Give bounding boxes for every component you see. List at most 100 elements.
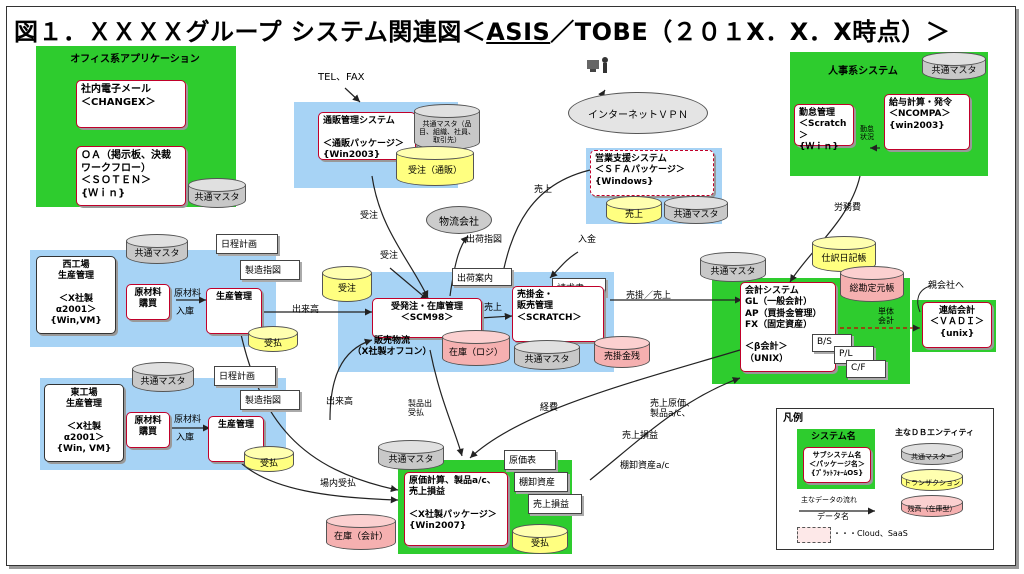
edge-label-keihi: 経費 bbox=[540, 403, 559, 413]
nishi-master-db: 共通マスタ bbox=[126, 234, 188, 264]
edge-label-uriage2: 売上 bbox=[484, 303, 503, 313]
edge-label-soneki: 売上損益 bbox=[622, 431, 659, 441]
legend-arrow bbox=[799, 507, 875, 515]
hanbai-label: 販売物流 （X社製オフコン） bbox=[352, 336, 432, 357]
higashi-instr-doc: 製造指図 bbox=[240, 390, 300, 410]
nishi-material[interactable]: 原材料 購買 bbox=[126, 284, 170, 320]
title-asis: ASIS bbox=[486, 18, 551, 46]
genka-system[interactable]: 原価計算、製品a/c、 売上損益 ＜X社製パッケージ＞ {Win2007} bbox=[404, 472, 508, 546]
higashi-material[interactable]: 原材料 購買 bbox=[126, 412, 170, 448]
legend-master-label: 共通マスター bbox=[911, 453, 953, 462]
edge-label-genka: 売上原価、 製品a/c、 bbox=[650, 399, 696, 419]
office-master-db: 共通マスタ bbox=[188, 178, 246, 208]
genka-receipt-db: 受払 bbox=[512, 524, 568, 554]
edge-label-seizo: 製品出 受払 bbox=[408, 399, 432, 417]
edge-dekidaka2 bbox=[329, 338, 373, 421]
diagram-frame bbox=[6, 6, 1016, 566]
tsuhan-order-db: 受注（通販） bbox=[396, 146, 474, 186]
internet-label: インターネットＶＰＮ bbox=[588, 109, 688, 121]
office-heading: オフィス系アプリケーション bbox=[70, 54, 200, 65]
tel-fax-label: TEL、FAX bbox=[318, 72, 365, 83]
genka-stock-db: 在庫（会計） bbox=[326, 514, 396, 550]
ship-info-doc: 出荷案内 bbox=[452, 268, 512, 286]
kintai-system[interactable]: 勤怠管理 ＜Scratch＞ {Ｗｉｎ} bbox=[794, 104, 854, 152]
tsuhan-order-label: 受注（通販） bbox=[407, 166, 462, 177]
nishi-prod[interactable]: 生産管理 bbox=[206, 288, 262, 334]
edge-nai1 bbox=[239, 329, 399, 493]
higashi-heading[interactable]: 東工場 生産管理 ＜X社製 α2001＞ {Win, VM} bbox=[44, 384, 124, 462]
tantai-label: 単体 会計 bbox=[878, 307, 894, 325]
nishi-plan-doc: 日程計画 bbox=[216, 234, 278, 254]
higashi-master-db: 共通マスタ bbox=[132, 362, 194, 392]
mail-system[interactable]: 社内電子メール ＜CHANGEX＞ bbox=[76, 80, 186, 128]
soneki-doc: 売上損益 bbox=[528, 494, 582, 514]
hr-master-db: 共通マスタ bbox=[922, 52, 986, 80]
hr-master-label: 共通マスタ bbox=[931, 66, 977, 77]
edge-label-tanaoroshi: 棚卸資産a/c bbox=[620, 461, 670, 471]
hanbai-order-label: 受注 bbox=[337, 284, 356, 295]
sfa-system[interactable]: 営業支援システム ＜ＳＦＡパッケージ＞ {Windows} bbox=[590, 150, 714, 196]
nishi-instr-doc: 製造指図 bbox=[240, 260, 300, 280]
renketsu-system[interactable]: 連結会計 ＜ＶＡＤＩ＞ {unix} bbox=[922, 302, 992, 348]
edge-uriage2 bbox=[479, 312, 513, 321]
kaikei-system[interactable]: 会計システム GL（一般会計） AP（買掛金管理） FX（固定資産） ＜β会計＞… bbox=[740, 282, 836, 372]
legend-flow-label: 主なデータの流れ bbox=[801, 496, 857, 504]
edge-oya bbox=[917, 285, 931, 313]
nishi-mat-label: 原材料 bbox=[174, 289, 202, 299]
nishi-in-label: 入庫 bbox=[176, 307, 195, 317]
edge-label-juchu2: 受注 bbox=[380, 251, 399, 261]
legend-cloud-label: ・・・Cloud、SaaS bbox=[833, 529, 908, 538]
sfa-master-db: 共通マスタ bbox=[664, 196, 728, 224]
legend-trans-db: トランザクション bbox=[901, 469, 963, 491]
edge-shukka bbox=[449, 235, 469, 297]
tanaoroshi-doc: 棚卸資産 bbox=[514, 472, 568, 492]
legend-stock-label: 残高（在庫型） bbox=[907, 505, 957, 514]
higashi-plan-doc: 日程計画 bbox=[214, 366, 276, 386]
edge-uriage1 bbox=[499, 165, 601, 289]
edge-label-juchu1: 受注 bbox=[360, 211, 379, 221]
oa-system[interactable]: ＯＡ（掲示板、決裁 ワークフロー） ＜ＳＯＴＥＮ＞ {Ｗｉｎ} bbox=[76, 146, 186, 206]
edge-label-nyukin: 入金 bbox=[578, 235, 597, 245]
hr-heading: 人事系システム bbox=[828, 66, 898, 77]
higashi-master-label: 共通マスタ bbox=[140, 377, 186, 388]
edge-juchu1 bbox=[371, 175, 429, 299]
higashi-receipt-label: 受払 bbox=[259, 459, 278, 470]
tsuhan-master-label: 共通マスタ（品目、組織、社員、取引先） bbox=[419, 120, 475, 144]
edge-seizo bbox=[429, 349, 464, 457]
internet-cloud: インターネットＶＰＮ bbox=[568, 92, 708, 134]
edge-label-romuhi: 労務費 bbox=[834, 203, 862, 213]
sfa-sales-db: 売上 bbox=[606, 196, 662, 224]
nishi-receipt-label: 受払 bbox=[263, 339, 282, 350]
genka-receipt-label: 受払 bbox=[530, 539, 549, 550]
edge-romuhi bbox=[789, 175, 861, 283]
title-suffix: ／TOBE（２０１X．X．X時点）＞ bbox=[550, 18, 951, 46]
urikake-balance-db: 売掛金残 bbox=[594, 336, 650, 368]
edge-nyukin bbox=[549, 251, 579, 279]
kyuyo-system[interactable]: 給与計算・発令 ＜NCOMPA＞ {win2003} bbox=[884, 94, 970, 150]
higashi-in-label: 入庫 bbox=[176, 433, 195, 443]
edge-label-urikake: 売掛／売上 bbox=[626, 291, 672, 301]
genka-master-label: 共通マスタ bbox=[388, 455, 434, 466]
genkahyo-doc: 原価表 bbox=[504, 450, 556, 470]
edge-label-dekidaka2: 出来高 bbox=[326, 397, 354, 407]
legend-sub-box: サブシステム名 ＜パッケージ名＞ {ﾌﾟﾗｯﾄﾌｫｰﾑOS} bbox=[803, 447, 871, 483]
legend-stock-db: 残高（在庫型） bbox=[901, 495, 963, 517]
edge-juchu2 bbox=[389, 267, 429, 301]
urikake-system[interactable]: 売掛金・ 販売管理 ＜SCRATCH＞ bbox=[512, 286, 604, 342]
sfa-master-label: 共通マスタ bbox=[673, 210, 719, 221]
kintai-status-label: 勤怠 状況 bbox=[860, 125, 874, 141]
edge-label-nai: 場内受払 bbox=[320, 479, 357, 489]
edge-genka bbox=[589, 377, 741, 481]
nishi-heading[interactable]: 西工場 生産管理 ＜X社製 α2001＞ {Win,VM} bbox=[36, 256, 116, 334]
nishi-master-label: 共通マスタ bbox=[134, 249, 180, 260]
ledger-label: 総勘定元帳 bbox=[849, 284, 895, 295]
hanbai-master-db: 共通マスタ bbox=[514, 340, 580, 370]
legend-master-db: 共通マスター bbox=[901, 443, 963, 465]
logistics-label: 物流会社 bbox=[439, 216, 479, 228]
legend-trans-label: トランザクション bbox=[904, 479, 960, 488]
user-pc-icon bbox=[586, 56, 610, 78]
urikake-balance-label: 売掛金残 bbox=[603, 352, 640, 363]
legend-sys-label: システム名 bbox=[811, 432, 856, 442]
logi-stock-label: 在庫（ロジ） bbox=[448, 348, 503, 359]
